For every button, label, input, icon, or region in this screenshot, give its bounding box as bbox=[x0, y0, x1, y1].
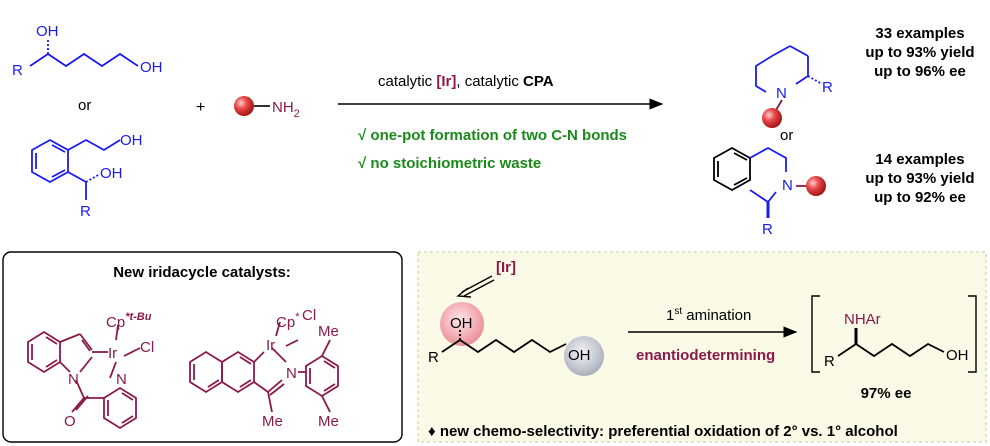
prod1-r-label: R bbox=[822, 79, 833, 96]
cat2-me1-label: Me bbox=[318, 323, 339, 340]
cat2-me3-label: Me bbox=[262, 413, 283, 430]
conditions-label: catalytic [Ir], catalytic CPA bbox=[378, 73, 554, 90]
amine-label: NH2 bbox=[272, 99, 300, 120]
mech-r-left-label: R bbox=[428, 349, 439, 366]
result1-ee: up to 96% ee bbox=[874, 63, 966, 80]
mech-prod-r-label: R bbox=[824, 353, 835, 370]
primary-oh-highlight bbox=[564, 336, 604, 376]
sub2-r-label: R bbox=[80, 203, 91, 220]
cat2-me2-label: Me bbox=[318, 413, 339, 430]
catalyst-box bbox=[2, 251, 403, 443]
cat1-n2-label: N bbox=[116, 371, 127, 388]
intermediate-bracket bbox=[811, 295, 977, 373]
cat2-ir-label: Ir bbox=[266, 337, 275, 354]
cat2-cl-label: Cl bbox=[302, 307, 316, 324]
prod2-r-label: R bbox=[762, 221, 773, 238]
result2-examples: 14 examples bbox=[875, 151, 964, 168]
sub1-r-label: R bbox=[12, 62, 23, 79]
substrate-benzo-diol bbox=[31, 138, 121, 200]
sub1-oh-top-label: OH bbox=[36, 23, 59, 40]
cat1-n1-label: N bbox=[68, 371, 79, 388]
ir-approach-arrow bbox=[456, 275, 495, 298]
aryl-ball-icon bbox=[762, 108, 782, 128]
aryl-ball-icon bbox=[234, 96, 254, 116]
result2-ee: up to 92% ee bbox=[874, 189, 966, 206]
plus-sign: + bbox=[196, 99, 205, 116]
sub1-oh-end-label: OH bbox=[140, 59, 163, 76]
sub2-oh-side-label: OH bbox=[100, 165, 123, 182]
amination-step-label: 1st amination bbox=[666, 306, 751, 324]
cat1-ir-label: Ir bbox=[108, 345, 117, 362]
mechanism-product bbox=[837, 328, 945, 358]
mechanism-substrate bbox=[441, 328, 567, 354]
catalyst-box-title: New iridacycle catalysts: bbox=[113, 264, 291, 281]
prod1-n-label: N bbox=[776, 85, 787, 102]
or-left-label: or bbox=[78, 97, 91, 114]
benefit-two: √ no stoichiometric waste bbox=[358, 155, 541, 172]
cat1-cp-label: Cp*t-Bu bbox=[106, 311, 152, 331]
or-right-label: or bbox=[780, 127, 793, 144]
mech-oh-left-label: OH bbox=[450, 315, 473, 332]
substrate-diol bbox=[29, 38, 139, 68]
mech-prod-oh-label: OH bbox=[946, 347, 969, 364]
ir-catalyst-label: [Ir] bbox=[496, 259, 516, 276]
benefit-one: √ one-pot formation of two C-N bonds bbox=[358, 127, 627, 144]
mech-oh-right-label: OH bbox=[568, 347, 591, 364]
result1-yield: up to 93% yield bbox=[865, 44, 974, 61]
mechanism-panel bbox=[417, 251, 987, 443]
mech-prod-ee-label: 97% ee bbox=[861, 385, 912, 402]
product-tetrahydroisoquinoline bbox=[713, 146, 787, 218]
cat2-n-label: N bbox=[286, 365, 297, 382]
catalyst-2-structure bbox=[189, 321, 339, 413]
sub2-oh-top-label: OH bbox=[120, 132, 143, 149]
catalyst-1-structure bbox=[27, 324, 141, 430]
cat1-cl-label: Cl bbox=[140, 339, 154, 356]
result2-yield: up to 93% yield bbox=[865, 170, 974, 187]
chemoselectivity-footnote: ♦ new chemo-selectivity: preferential ox… bbox=[428, 423, 898, 440]
mech-nhar-label: NHAr bbox=[844, 311, 881, 328]
enantiodetermining-label: enantiodetermining bbox=[636, 347, 775, 364]
cat2-cp-label: Cp* bbox=[276, 311, 300, 331]
result1-examples: 33 examples bbox=[875, 25, 964, 42]
aryl-ball-icon bbox=[806, 176, 826, 196]
cat1-o-label: O bbox=[64, 413, 76, 430]
product-piperidine bbox=[755, 45, 823, 111]
secondary-oh-highlight bbox=[440, 302, 484, 346]
prod2-n-label: N bbox=[782, 177, 793, 194]
